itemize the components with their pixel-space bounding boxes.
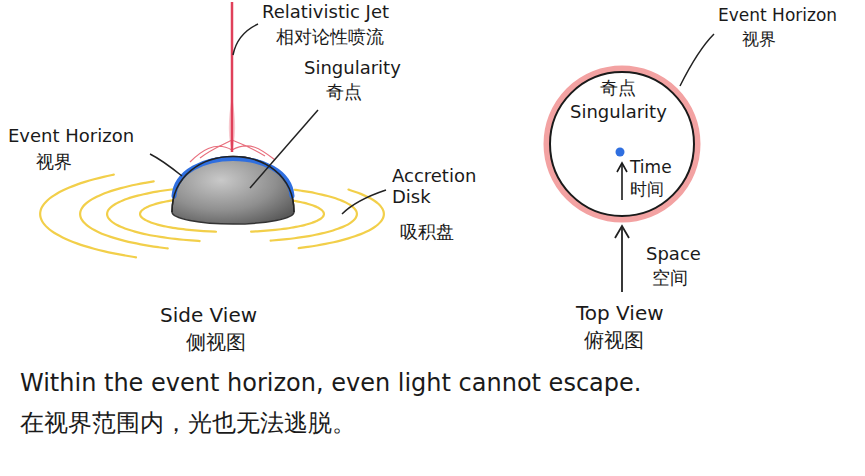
horizon-circle — [550, 72, 694, 216]
view-title: Top View — [576, 302, 664, 325]
arrow-head — [615, 226, 629, 238]
jet-label: Relativistic Jet — [262, 2, 389, 23]
caption-text: Within the event horizon, even light can… — [20, 370, 641, 398]
disk-ring — [80, 181, 168, 248]
view-title: 俯视图 — [584, 329, 644, 352]
disk-ring — [299, 190, 384, 249]
jet-label: 相对论性喷流 — [276, 27, 384, 48]
node-text: Time — [630, 158, 672, 178]
event-horizon-label: 视界 — [742, 30, 776, 50]
horizon-glow — [547, 69, 697, 219]
space-arrow — [621, 228, 623, 292]
leader-line — [680, 34, 714, 86]
node-text: Singularity — [570, 102, 667, 123]
event-horizon-label: Event Horizon — [718, 6, 837, 26]
view-title: 侧视图 — [186, 331, 246, 354]
singularity-label: 奇点 — [326, 82, 362, 103]
time-arrow — [621, 164, 623, 200]
arrow-head — [617, 163, 627, 172]
space-label: Space — [646, 244, 701, 265]
event-horizon-rim — [174, 159, 292, 197]
accretion-disk-label: Accretion Disk — [392, 166, 504, 207]
black-hole-sphere — [172, 157, 294, 224]
singularity-dot — [616, 148, 625, 157]
leader-line — [233, 24, 258, 55]
node-text: 时间 — [630, 180, 664, 200]
sphere-outline — [172, 157, 294, 213]
leader-line — [150, 154, 182, 176]
singularity-label: Singularity — [304, 58, 401, 79]
caption-text: 在视界范围内，光也无法逃脱。 — [20, 410, 356, 438]
relativistic-jet — [231, 2, 234, 152]
event-horizon-label: 视界 — [36, 152, 72, 173]
leader-line — [342, 190, 386, 214]
event-horizon-label: Event Horizon — [8, 126, 134, 147]
disk-ring — [40, 175, 136, 258]
accretion-disk-label: 吸积盘 — [400, 222, 454, 243]
event-horizon-circle: 奇点 SingularityTime时间 — [546, 68, 698, 220]
node-text: 奇点 — [600, 78, 636, 99]
leader-line — [250, 110, 318, 188]
view-title: Side View — [160, 304, 257, 327]
space-label: 空间 — [652, 268, 688, 289]
